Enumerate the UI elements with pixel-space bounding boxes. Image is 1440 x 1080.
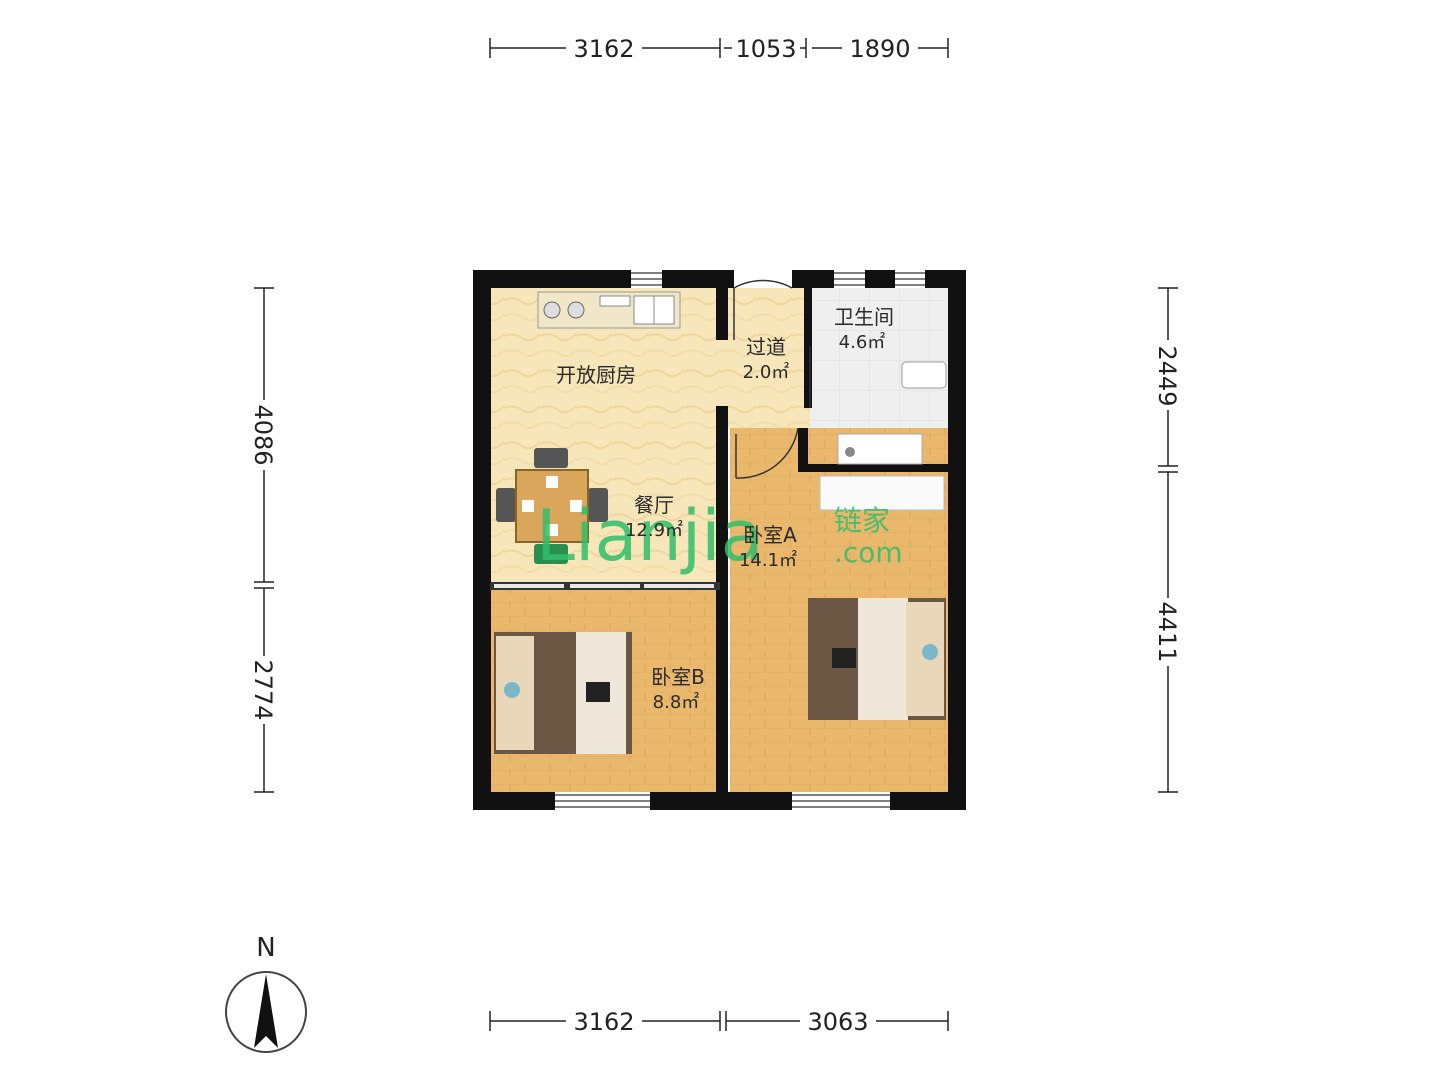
bedroom-a-label: 卧室A <box>743 523 797 547</box>
dim-right-1: 2449 <box>1153 345 1181 406</box>
wardrobe <box>819 475 945 511</box>
kitchen-counter <box>537 291 681 329</box>
svg-text:.com: .com <box>834 536 903 569</box>
bedroom-a-area: 14.1㎡ <box>739 549 797 571</box>
bath-area: 4.6㎡ <box>839 331 886 353</box>
compass-ring <box>225 971 307 1053</box>
hall-area: 2.0㎡ <box>743 361 790 383</box>
dining-table <box>496 448 608 564</box>
bedroom-b-area: 8.8㎡ <box>653 691 700 713</box>
dim-top-2: 1053 <box>735 35 796 63</box>
watermark: Lianjia 链家 .com <box>536 495 903 577</box>
bath-label: 卫生间 <box>834 305 894 329</box>
dining-label: 餐厅 <box>634 493 674 517</box>
kitchen-label: 开放厨房 <box>556 363 636 387</box>
hall-floor <box>720 288 810 428</box>
compass-north-label: N <box>256 933 275 963</box>
hall-label: 过道 <box>746 335 786 359</box>
walls <box>473 270 966 810</box>
dimension-lines <box>254 38 1178 1031</box>
bathroom-fixtures <box>837 361 947 465</box>
dim-top-3: 1890 <box>849 35 910 63</box>
bed-b <box>494 632 632 754</box>
dim-right-2: 4411 <box>1153 601 1181 662</box>
dim-left-1: 4086 <box>249 404 277 465</box>
windows <box>555 272 925 808</box>
bed-a <box>808 598 946 720</box>
compass-needle-icon <box>254 974 278 1048</box>
compass: N <box>225 933 307 1053</box>
dim-top-1: 3162 <box>573 35 634 63</box>
dim-bottom-1: 3162 <box>573 1008 634 1036</box>
dim-bottom-2: 3063 <box>807 1008 868 1036</box>
svg-text:Lianjia: Lianjia <box>536 495 764 577</box>
sliding-door <box>490 582 720 590</box>
dining-area: 12.9㎡ <box>625 519 683 541</box>
dim-left-2: 2774 <box>249 659 277 720</box>
svg-text:链家: 链家 <box>834 504 890 537</box>
bedroom-b-label: 卧室B <box>651 665 705 689</box>
door-swings <box>733 279 811 479</box>
